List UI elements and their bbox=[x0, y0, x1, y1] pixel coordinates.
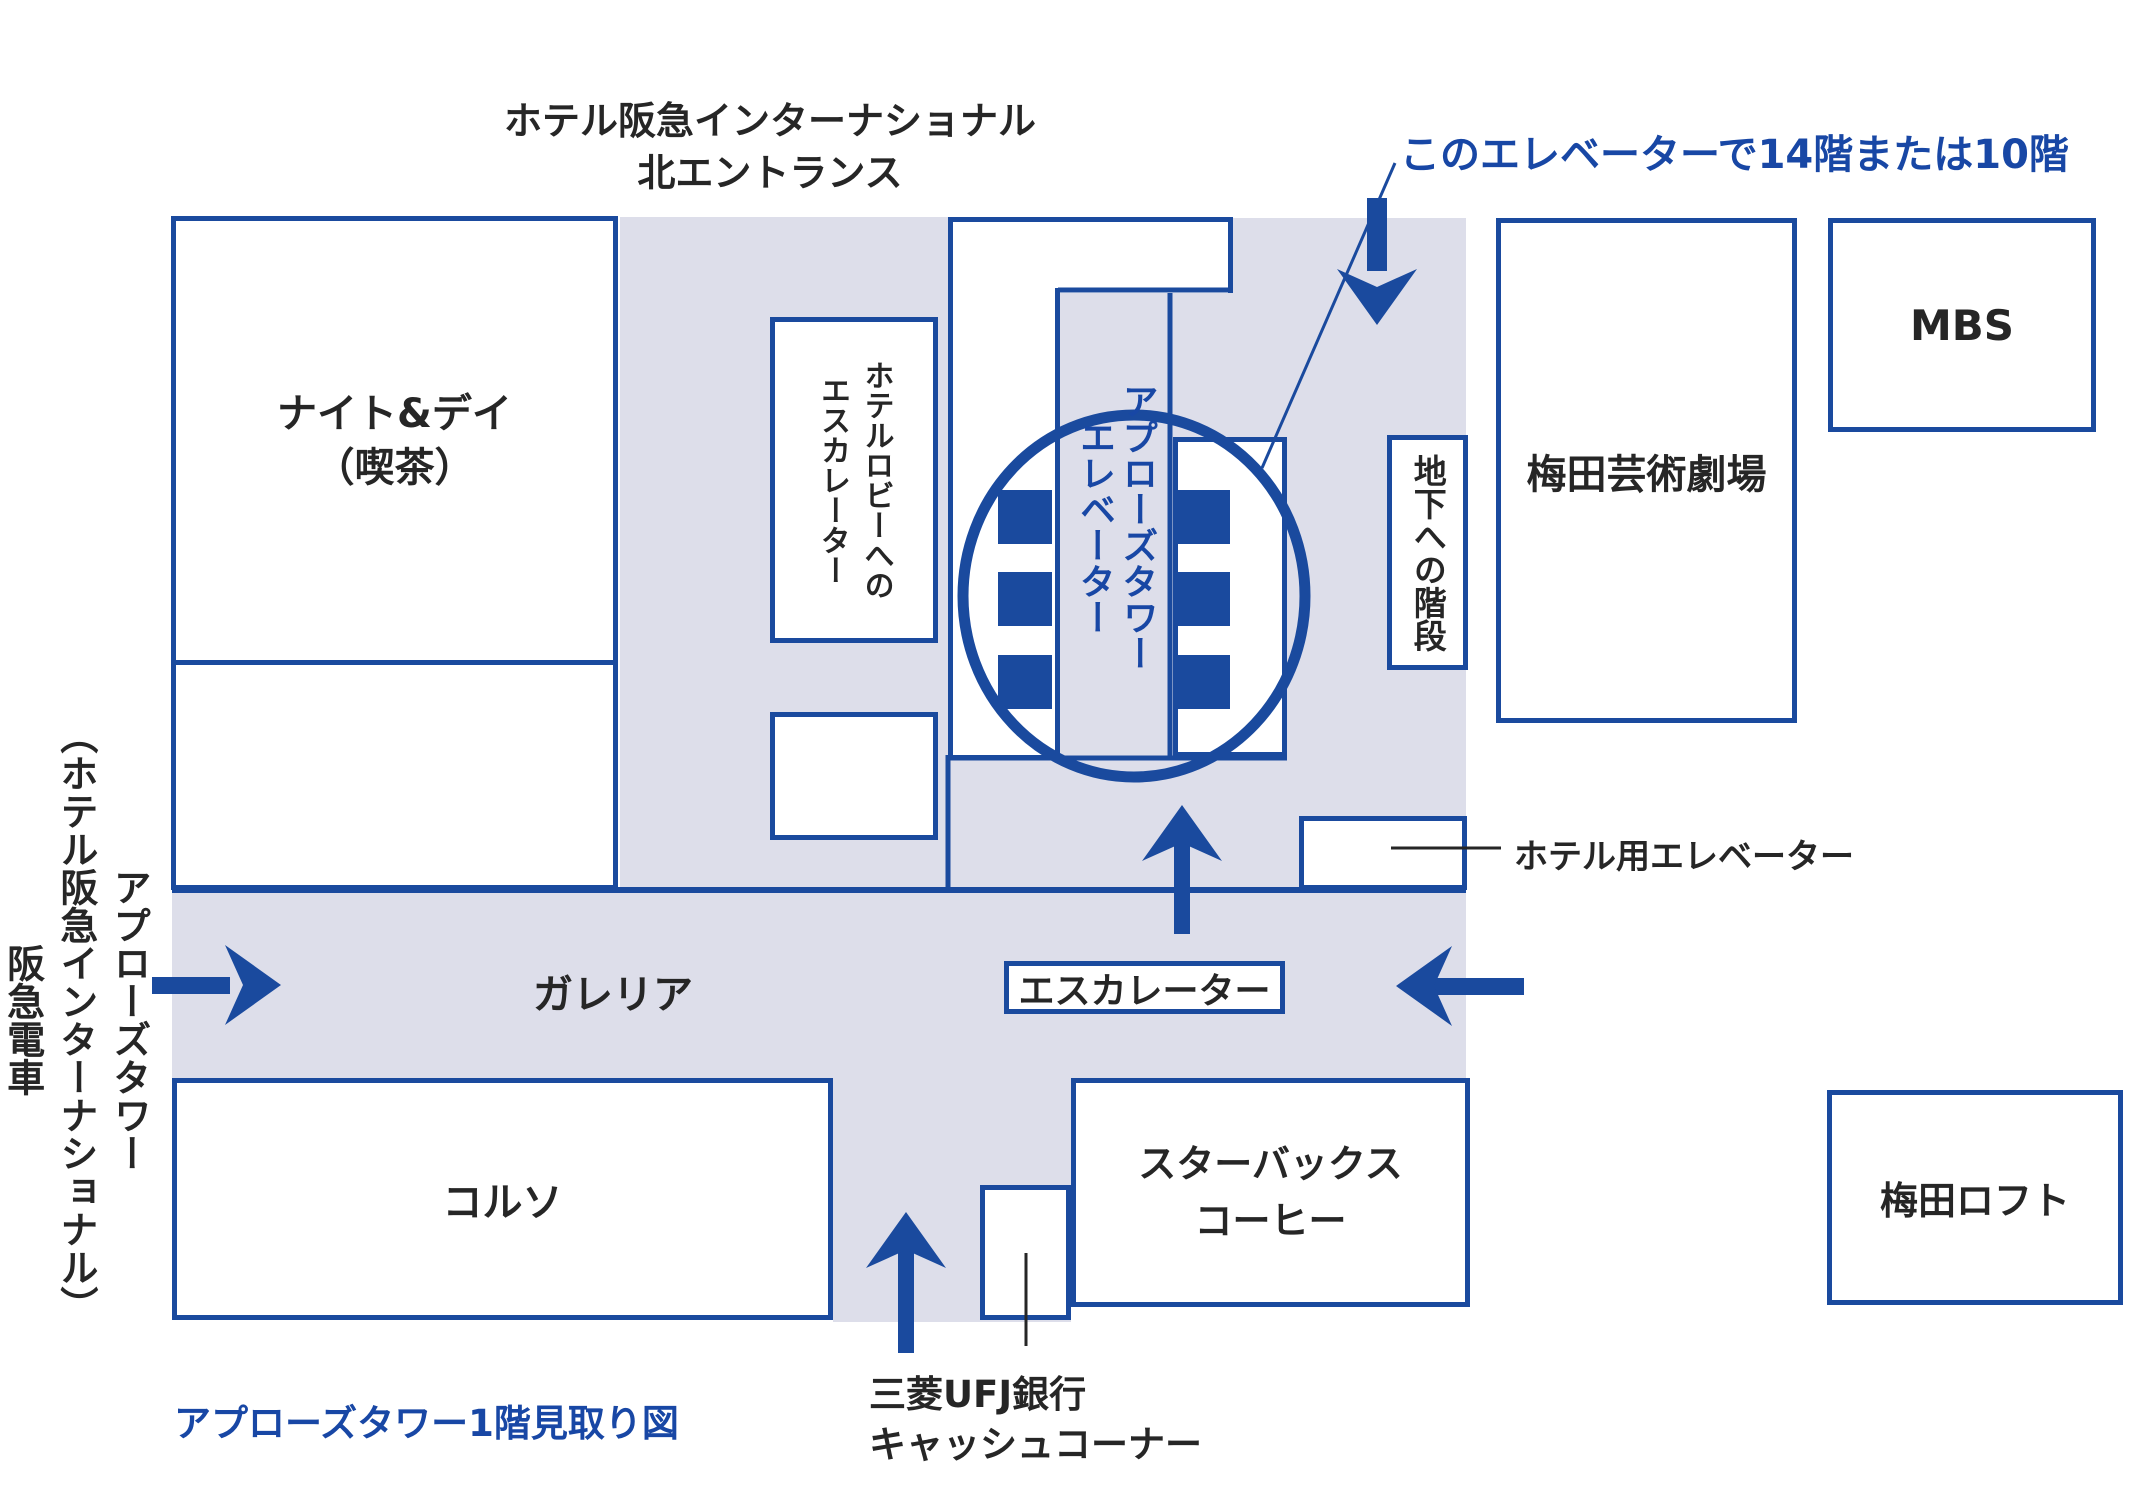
room-basement-stairs-label: 地下への階段 bbox=[1408, 453, 1448, 652]
room-hotel-lobby-escalator: ホテルロビーへの エスカレーター bbox=[770, 317, 938, 643]
elevator-hall-lobby bbox=[948, 217, 1233, 293]
room-umeda-arts-theater: 梅田芸術劇場 bbox=[1496, 218, 1797, 723]
map-caption: アプローズタワー1階見取り図 bbox=[174, 1402, 679, 1445]
room-night-and-day-annex bbox=[171, 660, 618, 890]
bank-label: 三菱UFJ銀行 キャッシュコーナー bbox=[869, 1373, 1202, 1466]
room-night-and-day-label: ナイト&デイ （喫茶） bbox=[277, 390, 512, 491]
room-umeda-loft: 梅田ロフト bbox=[1827, 1090, 2123, 1305]
room-umeda-arts-theater-label: 梅田芸術劇場 bbox=[1526, 451, 1767, 498]
escalator-label: エスカレーター bbox=[1018, 970, 1271, 1012]
room-mbs: MBS bbox=[1828, 218, 2096, 432]
escalator-label-box: エスカレーター bbox=[1004, 961, 1285, 1014]
room-small-unlabeled bbox=[770, 712, 938, 840]
room-night-and-day: ナイト&デイ （喫茶） bbox=[171, 216, 618, 665]
room-mbs-label: MBS bbox=[1909, 300, 2015, 350]
room-umeda-loft-label: 梅田ロフト bbox=[1879, 1179, 2070, 1223]
room-hotel-lobby-escalator-label: ホテルロビーへの エスカレーター bbox=[815, 360, 894, 600]
elevator-note: このエレベーターで14階または10階 bbox=[1400, 132, 2069, 178]
room-corso: コルソ bbox=[172, 1078, 833, 1320]
room-starbucks: スターバックス コーヒー bbox=[1071, 1078, 1470, 1307]
applause-elevator-label: アプローズタワー エレベーター bbox=[1074, 382, 1158, 671]
room-corso-label: コルソ bbox=[442, 1180, 563, 1226]
room-starbucks-label: スターバックス コーヒー bbox=[1138, 1141, 1403, 1243]
north-entrance-title: ホテル阪急インターナショナル 北エントランス bbox=[503, 99, 1036, 196]
side-label-hankyu: アプローズタワー （ホテル阪急インターナショナル） 阪急電車 bbox=[0, 716, 151, 1324]
room-basement-stairs: 地下への階段 bbox=[1387, 435, 1468, 670]
applause-elevator-label-wrap: アプローズタワー エレベーター bbox=[1060, 293, 1170, 760]
galleria-label: ガレリア bbox=[533, 972, 693, 1018]
hotel-elevator-label: ホテル用エレベーター bbox=[1514, 837, 1854, 877]
